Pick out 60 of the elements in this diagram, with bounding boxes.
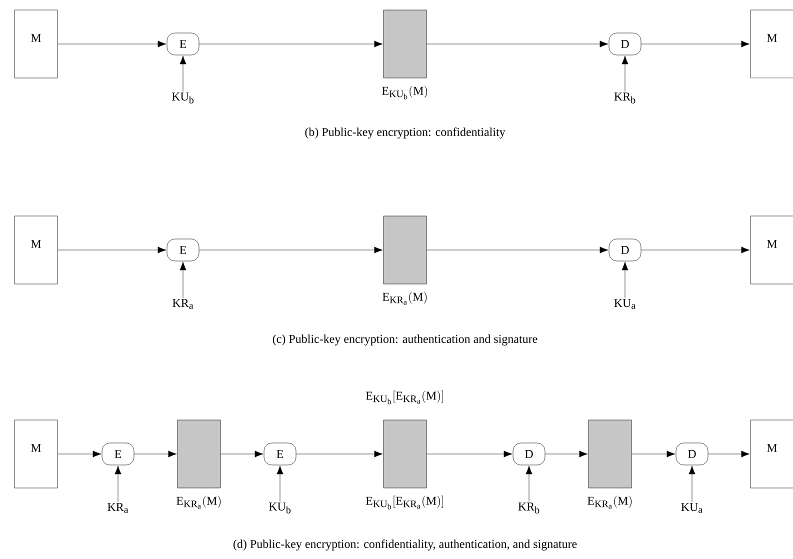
arrow (641, 246, 750, 254)
arrow (426, 450, 512, 458)
ciphertext-box (588, 420, 632, 488)
operation-box: D (608, 238, 642, 262)
arrow (526, 466, 532, 502)
arrow (296, 450, 383, 458)
arrow (641, 40, 750, 48)
ciphertext-label: $\mathrm{E}_{KR_a}(M)$ (382, 292, 427, 305)
key-label: $KU_a$ (681, 503, 702, 513)
arrow (180, 56, 186, 92)
arrow (426, 40, 608, 48)
caption: (d) Public-key encryption: confidentiality, authentication, and signature (233, 539, 577, 550)
ciphertext-label: $\mathrm{E}_{KU_b}[\mathrm{E}_{KR_a}(M)]$ (366, 496, 444, 510)
caption: (b) Public-key encryption: confidentiality (305, 127, 506, 139)
caption: (c) Public-key encryption: authentication and signature (272, 334, 538, 346)
message-box: $M$ (750, 216, 793, 284)
key-label: $KR_a$ (172, 299, 194, 309)
operation-box: E (166, 238, 200, 262)
arrow (632, 450, 676, 458)
message-box: $M$ (14, 10, 58, 78)
arrow (622, 262, 628, 298)
key-label: $KR_a$ (108, 503, 128, 513)
ciphertext-label: $\mathrm{E}_{KR_a}(M)$ (588, 496, 632, 509)
operation-box: E (102, 442, 134, 466)
arrow (199, 40, 383, 48)
operation-box: D (512, 442, 546, 466)
key-label: $KR_b$ (518, 502, 540, 514)
arrow (426, 246, 608, 254)
ciphertext-box (177, 420, 221, 488)
arrow (220, 450, 264, 458)
operation-box: D (676, 442, 708, 466)
arrow (199, 246, 383, 254)
arrow (180, 262, 186, 298)
operation-box: E (264, 442, 296, 466)
ciphertext-box (383, 216, 427, 284)
message-box: $M$ (750, 10, 793, 78)
message-box: $M$ (14, 216, 58, 284)
arrow (114, 466, 122, 502)
arrow (58, 246, 166, 254)
ciphertext-label: $\mathrm{E}_{KU_b}[\mathrm{E}_{KR_a}(M)]$ (366, 390, 444, 404)
arrow (708, 450, 750, 458)
message-box: $M$ (750, 420, 793, 488)
arrow (134, 450, 177, 458)
arrow (276, 466, 284, 502)
message-box: $M$ (14, 420, 58, 488)
arrow (545, 450, 588, 458)
operation-box: E (166, 32, 200, 56)
key-label: $KR_b$ (614, 92, 636, 104)
arrow (58, 450, 102, 458)
key-label: $KU_a$ (614, 299, 636, 309)
operation-box: D (608, 32, 642, 56)
ciphertext-label: $\mathrm{E}_{KR_a}(M)$ (176, 496, 221, 509)
arrow (58, 40, 166, 48)
ciphertext-label: $\mathrm{E}_{KU_b}(M)$ (382, 86, 428, 100)
arrow (622, 56, 628, 92)
ciphertext-box (383, 10, 427, 78)
key-label: $KU_b$ (172, 92, 194, 104)
arrow (688, 466, 696, 502)
ciphertext-box (383, 420, 427, 488)
key-label: $KU_b$ (268, 502, 291, 514)
